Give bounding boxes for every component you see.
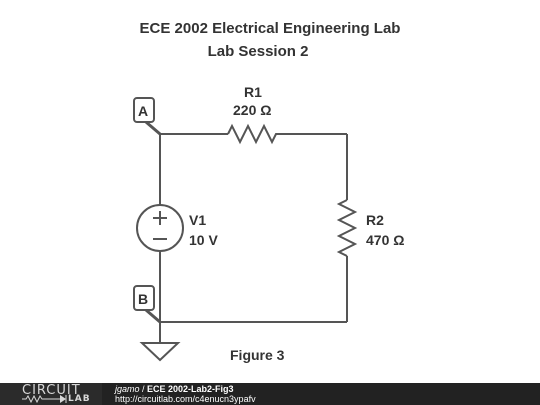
node-label-a[interactable]: A (133, 97, 161, 136)
logo-lab-text: LAB (68, 394, 91, 404)
footer-bar: CIRCUIT LAB jgamo / ECE 2002-Lab2-Fig3 h… (0, 383, 540, 405)
figure-caption: Figure 3 (230, 347, 285, 363)
resistor-icon (227, 123, 280, 145)
node-label-b[interactable]: B (133, 285, 161, 324)
r2-name-label: R2 (366, 212, 384, 228)
node-a-pointer (145, 120, 161, 136)
title-line-2: Lab Session 2 (207, 43, 309, 60)
r2-value-label: 470 Ω (366, 232, 404, 248)
resistor-r1[interactable]: R1 220 Ω (227, 84, 280, 145)
title-line-1: ECE 2002 Electrical Engineering Lab (139, 20, 401, 37)
r1-value-label: 220 Ω (233, 102, 271, 118)
circuitlab-logo[interactable]: CIRCUIT LAB (0, 383, 102, 405)
node-label-icon (133, 285, 155, 311)
ground-icon (139, 342, 181, 362)
logo-circuit-text: CIRCUIT (22, 383, 81, 398)
voltage-source-v1[interactable]: V1 10 V (136, 204, 218, 252)
logo-waveform-icon (22, 394, 67, 404)
v1-name-label: V1 (189, 212, 206, 228)
footer-user-link[interactable]: jgamo (115, 384, 140, 394)
node-label-icon (133, 97, 155, 123)
node-b-pointer (145, 308, 161, 324)
voltage-source-icon (136, 204, 184, 252)
wires (159, 133, 348, 343)
footer-separator: / (139, 384, 148, 394)
node-a-text: A (138, 103, 148, 119)
resistor-r2[interactable]: R2 470 Ω (336, 199, 404, 257)
footer-project-name[interactable]: ECE 2002-Lab2-Fig3 (147, 384, 234, 394)
footer-attribution: jgamo / ECE 2002-Lab2-Fig3 (115, 384, 234, 394)
r1-name-label: R1 (244, 84, 262, 100)
ground-symbol[interactable] (139, 342, 181, 362)
v1-value-label: 10 V (189, 232, 218, 248)
footer-url-link[interactable]: http://circuitlab.com/c4enucn3ypafv (115, 394, 256, 404)
resistor-icon (336, 199, 358, 257)
schematic-canvas: R1 220 Ω R2 470 Ω V1 10 V A B (133, 84, 404, 362)
node-b-text: B (138, 291, 148, 307)
